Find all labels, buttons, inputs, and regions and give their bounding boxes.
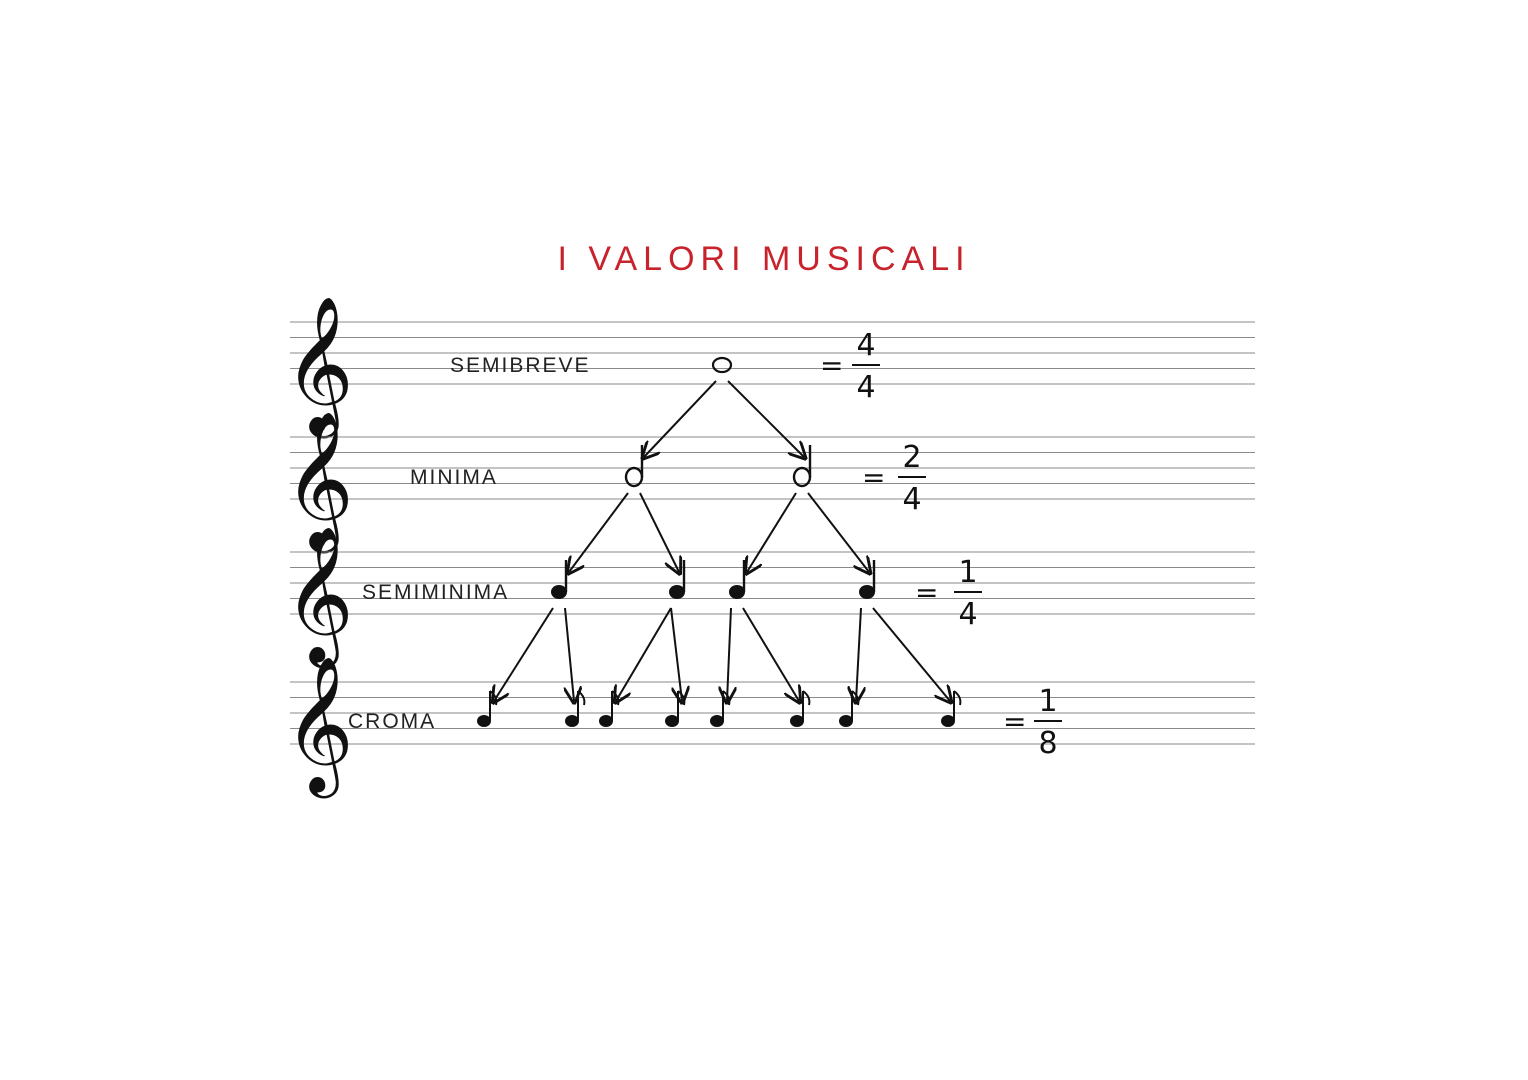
treble-clef-icon: 𝄞 [284,409,354,553]
whole-note-icon [711,356,733,374]
eighth-note-icon [790,690,811,727]
subdivision-arrow [616,607,672,701]
eighth-note-icon [839,690,860,727]
subdivision-arrow [856,607,861,701]
fraction-numerator: 4 [856,328,875,363]
half-note-icon [792,445,812,488]
fraction-denominator: 4 [958,597,977,632]
treble-clef-icon: 𝄞 [284,294,354,438]
eighth-note-icon [710,690,731,727]
equals-sign: = [820,349,843,382]
fraction-numerator: 1 [1038,684,1057,719]
fraction-numerator: 1 [958,555,977,590]
eighth-note-icon [599,690,620,727]
row-label: SEMIMINIMA [362,581,509,604]
half-note-icon [624,445,644,488]
row-label: MINIMA [410,466,498,489]
subdivision-arrow [670,607,682,701]
row-label: SEMIBREVE [450,354,591,377]
subdivision-arrow [644,380,717,457]
treble-clef-icon: 𝄞 [284,654,354,798]
subdivision-arrow [872,607,950,701]
eighth-note-icon [477,690,498,727]
equals-sign: = [862,461,885,494]
subdivision-arrow [494,607,554,701]
page-title: I VALORI MUSICALI [557,240,971,278]
fraction-denominator: 8 [1038,726,1057,761]
eighth-note-icon [565,690,586,727]
subdivision-arrow [742,607,799,701]
quarter-note-icon [669,560,686,599]
subdivision-arrow [727,607,731,701]
treble-clef-icon: 𝄞 [284,524,354,668]
equals-sign: = [915,576,938,609]
equals-sign: = [1003,705,1026,738]
quarter-note-icon [729,560,746,599]
subdivision-arrow [747,492,797,572]
subdivision-arrow [727,380,804,457]
row-label: CROMA [348,710,436,733]
subdivision-arrow [639,492,679,572]
fraction-denominator: 4 [902,482,921,517]
subdivision-arrow [565,607,574,701]
quarter-note-icon [551,560,568,599]
subdivision-arrow [569,492,629,572]
fraction-denominator: 4 [856,370,875,405]
quarter-note-icon [859,560,876,599]
eighth-note-icon [665,690,686,727]
eighth-note-icon [941,690,962,727]
fraction-numerator: 2 [902,440,921,475]
subdivision-arrow [807,492,869,572]
